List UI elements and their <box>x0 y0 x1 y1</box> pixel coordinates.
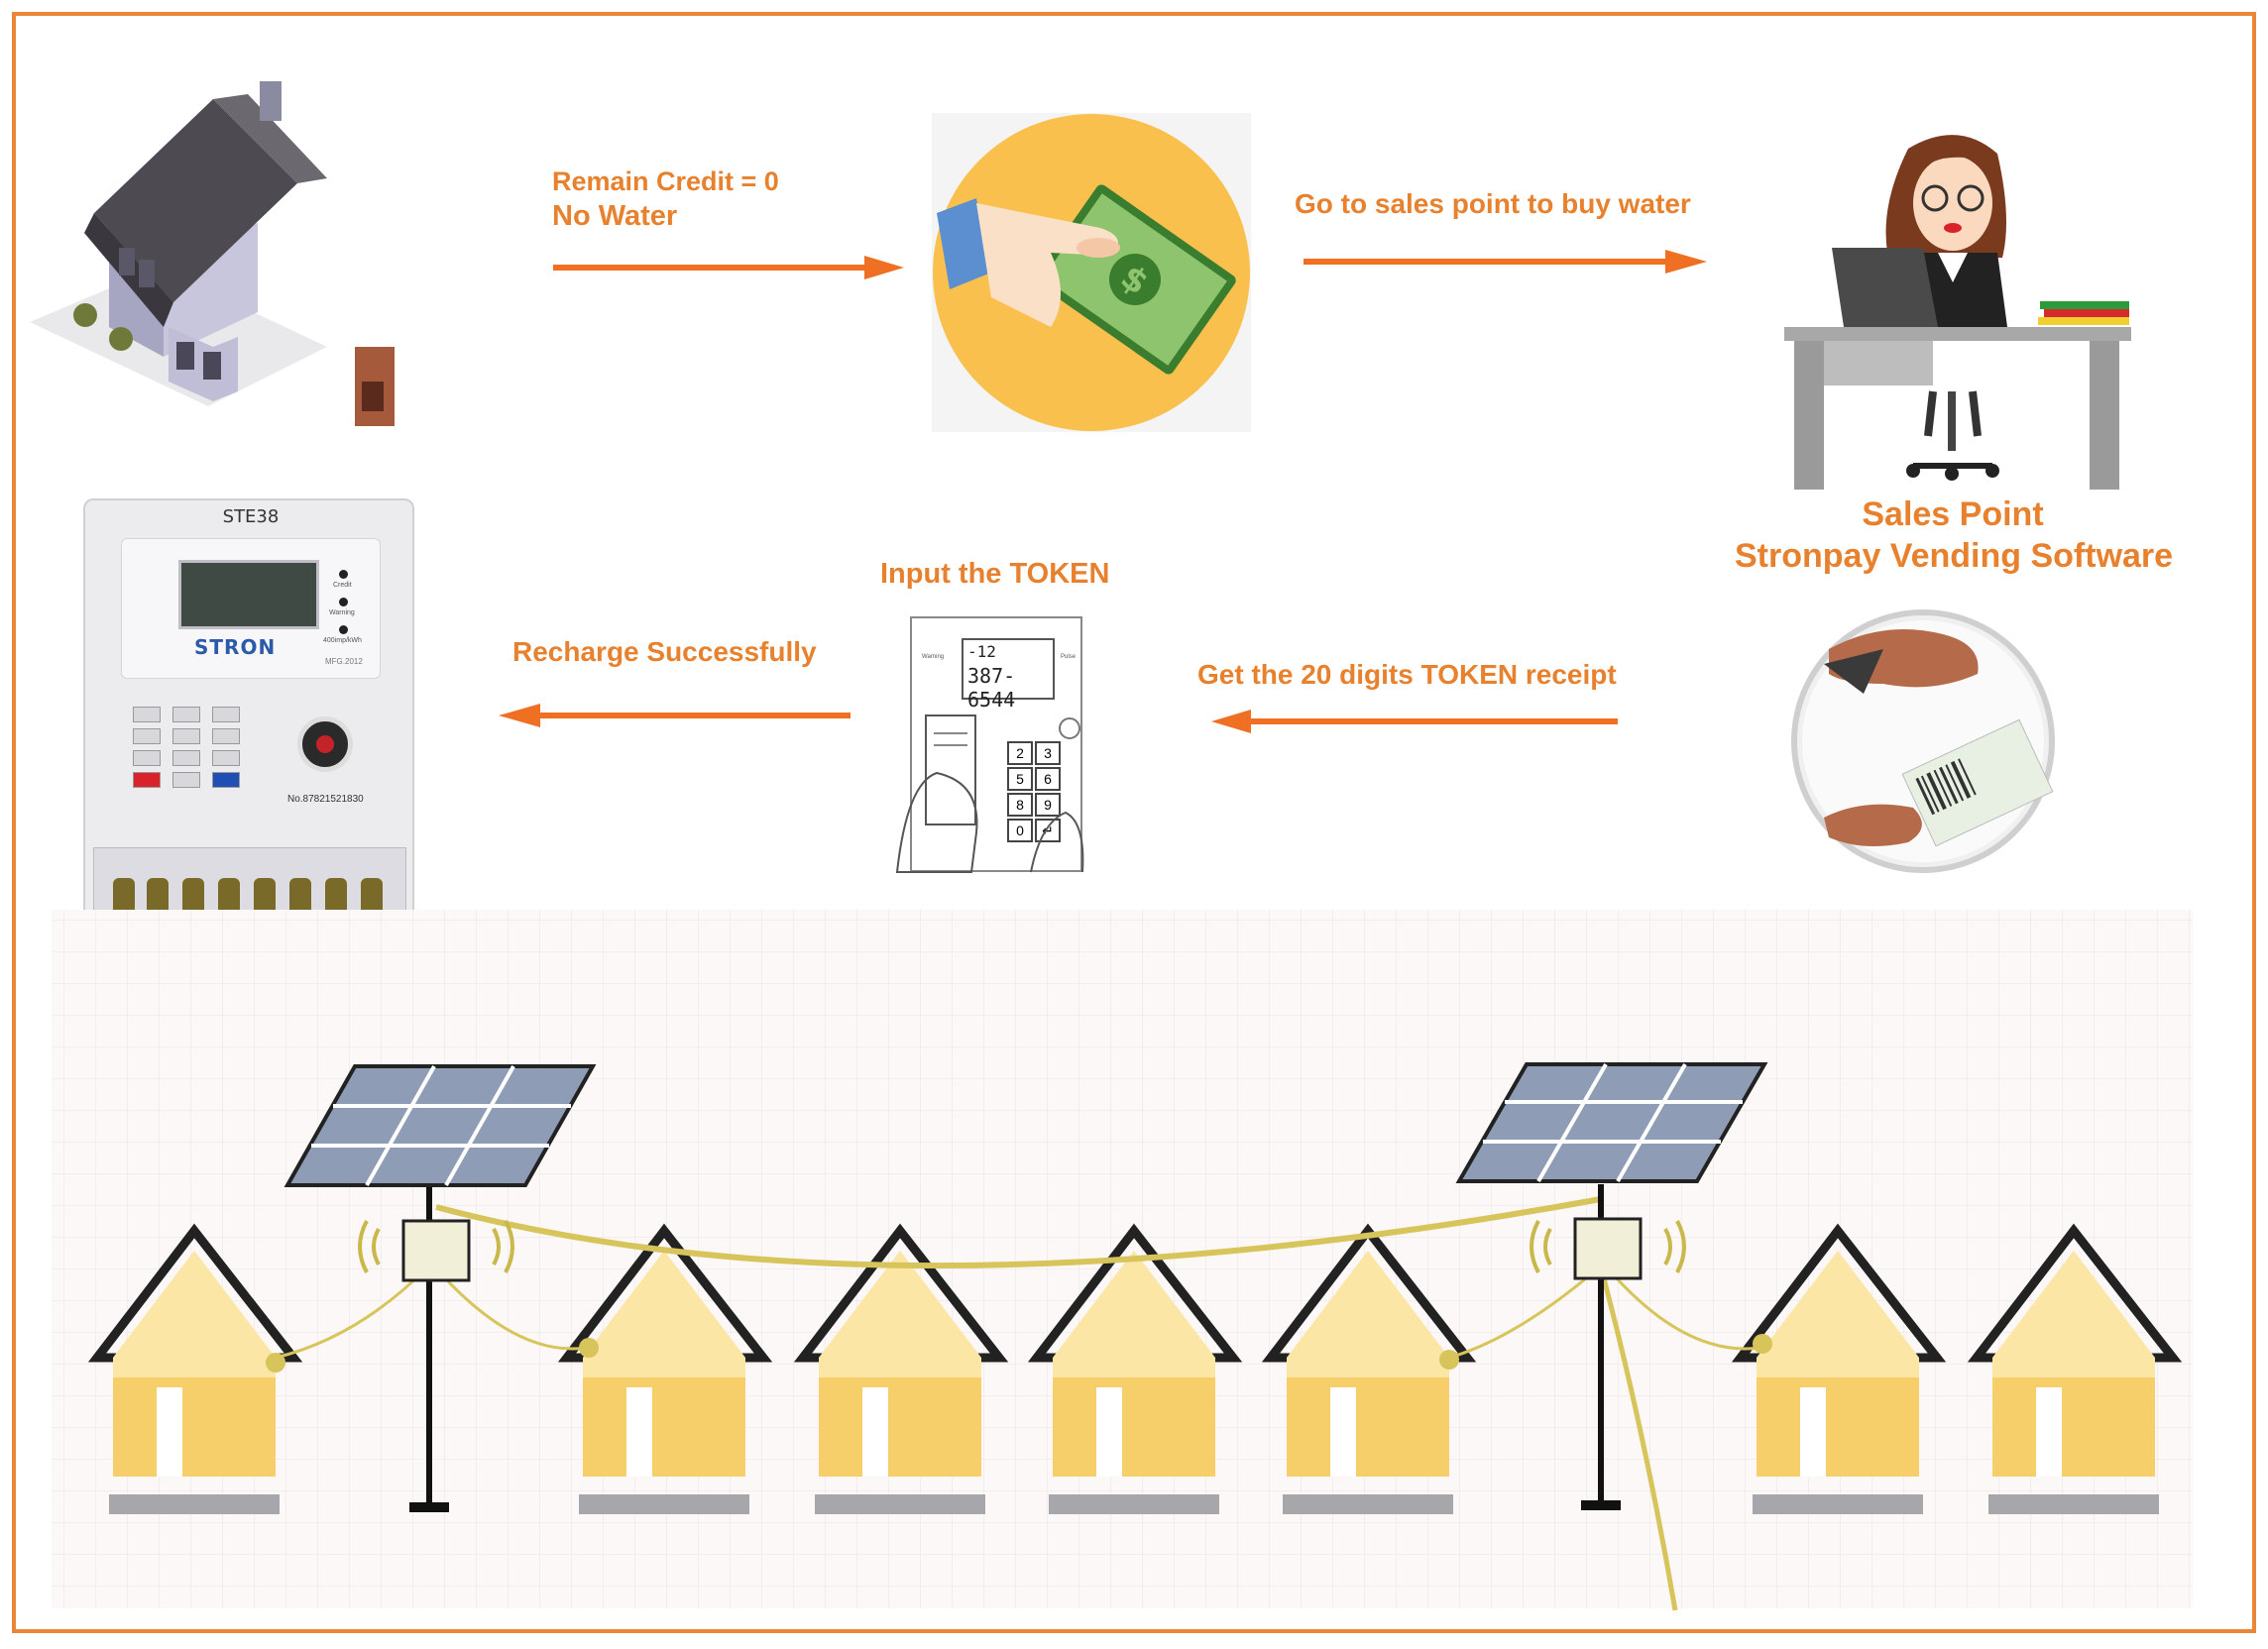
label-remain-credit: Remain Credit = 0 <box>552 166 779 196</box>
meter-model: STE38 <box>222 506 280 527</box>
token-display: -12 387-6544 <box>962 638 1055 712</box>
token-tag-left: Warning <box>922 654 945 660</box>
village-house <box>1967 1223 2183 1514</box>
label-input-token: Input the TOKEN <box>880 558 1110 590</box>
solar-pole <box>1455 1062 1768 1510</box>
meter-led-dot <box>339 598 348 606</box>
meter-led-dot <box>339 625 348 634</box>
solar-pole <box>284 1064 597 1512</box>
token-key: 6 <box>1035 767 1061 791</box>
token-display-main: 387-6544 <box>967 664 1016 712</box>
arrow-left-2 <box>499 704 850 727</box>
label-sales-point-title: Sales Point <box>1862 495 2044 533</box>
meter-brand: STRON <box>194 635 277 659</box>
token-tag-right: Pulse <box>1061 654 1077 660</box>
token-key: 0 <box>1007 819 1033 842</box>
arrow-left-1 <box>1211 710 1618 733</box>
meter-led-dot <box>339 570 348 579</box>
village-house <box>1731 1223 1947 1514</box>
label-sales-point-software: Stronpay Vending Software <box>1735 537 2174 575</box>
label-recharge-successfully: Recharge Successfully <box>512 636 817 667</box>
meter-indicator-rate: 400imp/kWh <box>323 637 362 644</box>
arrow-right-1 <box>553 256 904 279</box>
village-house <box>87 1223 303 1514</box>
token-key: 8 <box>1007 793 1033 817</box>
arrow-right-2 <box>1304 250 1707 274</box>
meter-serial: No.87821521830 <box>287 794 364 805</box>
label-no-water: No Water <box>552 200 678 232</box>
village-house <box>1261 1223 1477 1514</box>
meter-lcd <box>178 560 319 629</box>
meter-keypad <box>133 707 262 816</box>
meter-ir-port <box>297 716 353 772</box>
diagram-frame <box>12 12 2256 1633</box>
meter-indicator-credit: Credit <box>333 582 352 589</box>
token-key: 5 <box>1007 767 1033 791</box>
village-house <box>793 1223 1009 1514</box>
meter-mfg: MFG.2012 <box>325 657 363 666</box>
village-house <box>1027 1223 1243 1514</box>
village-house <box>557 1223 773 1514</box>
token-display-top: -12 <box>967 642 996 661</box>
token-key: 9 <box>1035 793 1061 817</box>
token-key: 3 <box>1035 741 1061 765</box>
label-go-sales-point: Go to sales point to buy water <box>1295 188 1691 219</box>
token-key: 2 <box>1007 741 1033 765</box>
token-key: ↵ <box>1035 819 1061 842</box>
meter-indicator-warning: Warning <box>329 609 355 616</box>
label-get-token-receipt: Get the 20 digits TOKEN receipt <box>1197 659 1617 690</box>
